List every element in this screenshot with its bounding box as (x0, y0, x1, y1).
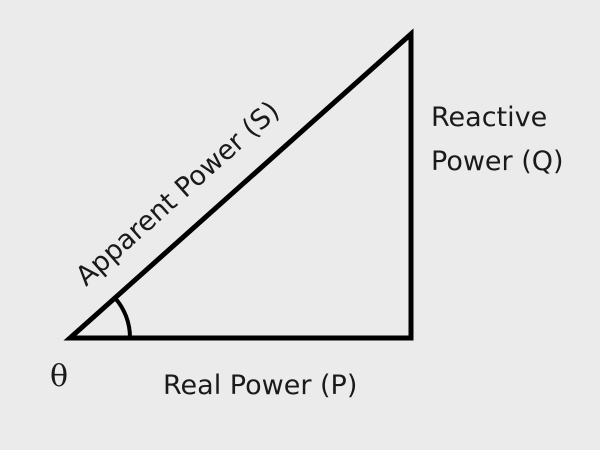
reactive-power-label-line1: Reactive (431, 102, 547, 133)
reactive-power-label-line2: Power (Q) (431, 146, 564, 177)
real-power-label: Real Power (P) (163, 370, 357, 401)
theta-label: θ (50, 359, 68, 394)
power-triangle (63, 28, 414, 341)
angle-arc (113, 296, 133, 339)
